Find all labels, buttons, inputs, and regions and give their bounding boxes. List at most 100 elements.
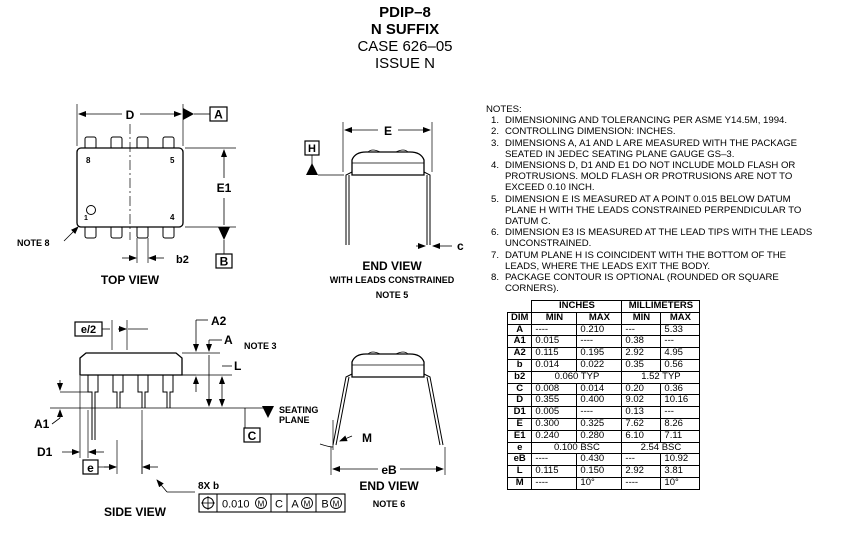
table-cell: 10° bbox=[660, 476, 701, 490]
note-item: 8.PACKAGE CONTOUR IS OPTIONAL (ROUNDED O… bbox=[486, 272, 816, 294]
header-min: MIN bbox=[531, 311, 578, 325]
table-cell: 10° bbox=[576, 476, 623, 490]
table-cell: 0.014 bbox=[576, 382, 623, 396]
note8-label: NOTE 8 bbox=[17, 238, 50, 248]
table-row: A----0.210---5.33 bbox=[506, 323, 701, 337]
table-cell: --- bbox=[660, 406, 701, 419]
table-cell: ---- bbox=[531, 453, 578, 467]
mmc-M-label: M bbox=[304, 500, 311, 509]
table-cell: E bbox=[506, 417, 533, 431]
note-item: 6.DIMENSION E3 IS MEASURED AT THE LEAD T… bbox=[486, 227, 816, 249]
bottom-pin-3 bbox=[136, 225, 149, 239]
table-cell: 0.300 bbox=[531, 417, 578, 431]
note-number: 2. bbox=[490, 126, 499, 138]
top-view-caption: TOP VIEW bbox=[101, 273, 160, 287]
note-text: PACKAGE CONTOUR IS OPTIONAL (ROUNDED OR … bbox=[505, 272, 779, 295]
end-view-2-caption: END VIEW bbox=[359, 479, 419, 493]
top-pin-5 bbox=[162, 136, 175, 150]
note-text: DIMENSION E3 IS MEASURED AT THE LEAD TIP… bbox=[505, 227, 813, 250]
table-cell: 0.325 bbox=[576, 417, 623, 431]
bottom-pin-2 bbox=[110, 225, 123, 239]
note-text: DIMENSIONING AND TOLERANCING PER ASME Y1… bbox=[505, 115, 788, 127]
mmc-modifier-icon bbox=[255, 497, 267, 509]
tolerance-datum-A: A bbox=[291, 499, 299, 511]
note-item: 1. DIMENSIONING AND TOLERANCING PER ASME … bbox=[486, 115, 816, 126]
table-cell: 0.20 bbox=[621, 382, 662, 396]
table-column-header: DIM MIN MAX MIN MAX bbox=[506, 311, 701, 325]
top-view bbox=[63, 104, 236, 269]
table-cell: 0.210 bbox=[576, 323, 623, 337]
notes-block: NOTES: 1.DIMENSIONING AND TOLERANCING PE… bbox=[486, 104, 816, 294]
table-cell: ---- bbox=[531, 476, 578, 490]
table-cell: 0.36 bbox=[660, 382, 701, 396]
table-cell: 4.95 bbox=[660, 347, 701, 360]
mmc-modifier-icon bbox=[301, 497, 313, 509]
note-number: 3. bbox=[490, 137, 499, 149]
datum-A-label: A bbox=[214, 108, 223, 122]
note-item: 3.DIMENSIONS A, A1 AND L ARE MEASURED WI… bbox=[486, 138, 816, 160]
note-text: DIMENSIONS D, D1 AND E1 DO NOT INCLUDE M… bbox=[505, 160, 796, 194]
dim-e2-label: e/2 bbox=[81, 324, 96, 336]
table-group-header: INCHES MILLIMETERS bbox=[507, 300, 701, 313]
dimension-table: INCHES MILLIMETERS DIM MIN MAX MIN MAX A… bbox=[506, 300, 701, 490]
tolerance-datum-C: C bbox=[275, 499, 283, 511]
dim-A1-label: A1 bbox=[34, 417, 50, 431]
table-cell: 0.195 bbox=[576, 347, 623, 360]
table-row: M----10°----10° bbox=[506, 476, 701, 490]
case-number: CASE 626–05 bbox=[357, 38, 453, 55]
table-cell: --- bbox=[621, 323, 662, 337]
header-inches: INCHES bbox=[531, 300, 623, 313]
dim-M-label: M bbox=[362, 431, 372, 445]
table-cell: 0.56 bbox=[660, 358, 701, 372]
table-cell: 0.014 bbox=[531, 358, 578, 372]
datum-B-label: B bbox=[220, 255, 229, 269]
datum-C-label: C bbox=[248, 429, 257, 443]
table-cell: b bbox=[506, 358, 533, 372]
table-cell: 0.430 bbox=[576, 453, 623, 467]
table-cell: L bbox=[506, 465, 533, 478]
package-suffix: N SUFFIX bbox=[370, 21, 440, 38]
dim-E1-label: E1 bbox=[217, 181, 232, 195]
pin4-label: 4 bbox=[170, 213, 175, 222]
table-cell: 0.115 bbox=[531, 347, 578, 360]
note-text: DATUM PLANE H IS COINCIDENT WITH THE BOT… bbox=[505, 249, 787, 272]
top-pin-6 bbox=[136, 136, 149, 150]
pin1-label: 1 bbox=[84, 215, 88, 222]
table-cell: ---- bbox=[576, 406, 623, 419]
header-max: MAX bbox=[576, 311, 623, 325]
table-cell: 0.115 bbox=[531, 465, 578, 478]
table-cell: 0.005 bbox=[531, 406, 578, 419]
table-cell: 8.26 bbox=[660, 417, 701, 431]
note-number: 1. bbox=[490, 115, 499, 127]
seating-plane-label-2: PLANE bbox=[279, 415, 310, 425]
table-cell: 0.008 bbox=[531, 382, 578, 396]
dim-8xb-label: 8X b bbox=[198, 481, 219, 492]
end-view-1-note: NOTE 5 bbox=[376, 290, 409, 300]
package-name: PDIP–8 bbox=[379, 4, 431, 21]
table-cell: A2 bbox=[506, 347, 533, 360]
table-cell: 0.060 TYP bbox=[531, 370, 623, 384]
header-dim: DIM bbox=[506, 311, 533, 325]
mmc-M-label: M bbox=[258, 500, 265, 509]
table-cell: b2 bbox=[506, 370, 533, 384]
tolerance-frame bbox=[198, 493, 346, 513]
table-cell: ---- bbox=[576, 335, 623, 349]
table-cell: 5.33 bbox=[660, 323, 701, 337]
table-cell: 2.92 bbox=[621, 465, 662, 478]
end-view-2-note: NOTE 6 bbox=[373, 499, 406, 509]
note-number: 7. bbox=[490, 249, 499, 261]
dim-E-label: E bbox=[384, 124, 392, 138]
dim-e-label: e bbox=[87, 461, 94, 475]
table-cell: 3.81 bbox=[660, 465, 701, 478]
seating-plane-label-1: SEATING bbox=[279, 405, 318, 415]
dim-A-label: A bbox=[224, 333, 233, 347]
table-cell: 7.62 bbox=[621, 417, 662, 431]
